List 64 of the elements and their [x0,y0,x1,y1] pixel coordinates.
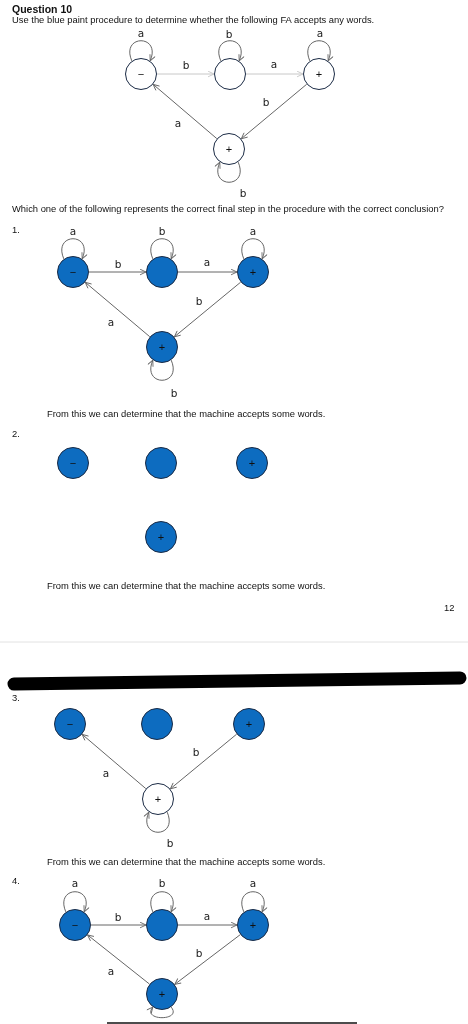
self-loop-arrow [241,891,268,913]
state-circle [146,909,178,941]
arrow [169,733,238,790]
page-number: 12 [444,602,455,613]
conclusion-text: From this we can determine that the machine accepts some words. [47,580,326,591]
state-circle: + [145,521,177,553]
self-loop-arrow [61,238,88,260]
self-loop-arrow [150,891,177,913]
edge-label: b [194,295,204,307]
edge-label: b [224,28,234,40]
state-circle: − [125,58,157,90]
self-loop-arrow [143,811,170,833]
option-number: 2. [12,428,20,439]
edge-label: b [113,258,123,270]
self-loop-arrow [241,238,268,260]
state-circle: − [57,447,89,479]
arrow [174,934,241,985]
edge-label: b [194,947,204,959]
state-circle: + [213,133,245,165]
self-loop-arrow [147,359,174,381]
question-text: Which one of the following represents the correct final step in the procedure with the correct conclusion? [12,203,444,214]
state-circle: − [57,256,89,288]
self-loop-arrow [218,40,245,62]
state-circle: − [54,708,86,740]
option-number: 1. [12,224,20,235]
state-circle: + [146,331,178,363]
question-text: Use the blue paint procedure to determine whether the following FA accepts any words. [12,14,375,25]
arrow [152,83,218,140]
edge-label: b [261,96,271,108]
state-circle [145,447,177,479]
edge-label: b [157,877,167,889]
arrow [173,281,242,338]
state-circle [146,256,178,288]
conclusion-text: From this we can determine that the machine accepts some words. [47,408,326,419]
question-heading: Question 10 [12,3,73,15]
edge-label: b [165,837,175,849]
state-circle: + [236,447,268,479]
state-circle: + [237,909,269,941]
arrow [87,934,150,985]
state-circle: − [59,909,91,941]
edge-label: b [157,225,167,237]
state-circle: + [237,256,269,288]
edge-label: b [181,59,191,71]
self-loop-arrow [63,891,90,913]
option-number: 4. [12,875,20,886]
conclusion-text: From this we can determine that the machine accepts some words. [47,856,326,867]
state-circle: + [303,58,335,90]
self-loop-arrow [214,161,241,183]
arrow [240,83,308,140]
arrow [81,733,147,790]
self-loop-arrow [129,40,156,62]
self-loop-arrow [150,238,177,260]
edge-label: b [238,187,248,199]
arrow [84,281,151,338]
option-number: 3. [12,692,20,703]
state-circle [141,708,173,740]
state-circle [214,58,246,90]
state-circle: + [233,708,265,740]
self-loop-arrow [307,40,334,62]
state-circle: + [142,783,174,815]
state-circle: + [146,978,178,1010]
edge-label: b [191,746,201,758]
edge-label: b [169,387,179,399]
edge-label: b [113,911,123,923]
